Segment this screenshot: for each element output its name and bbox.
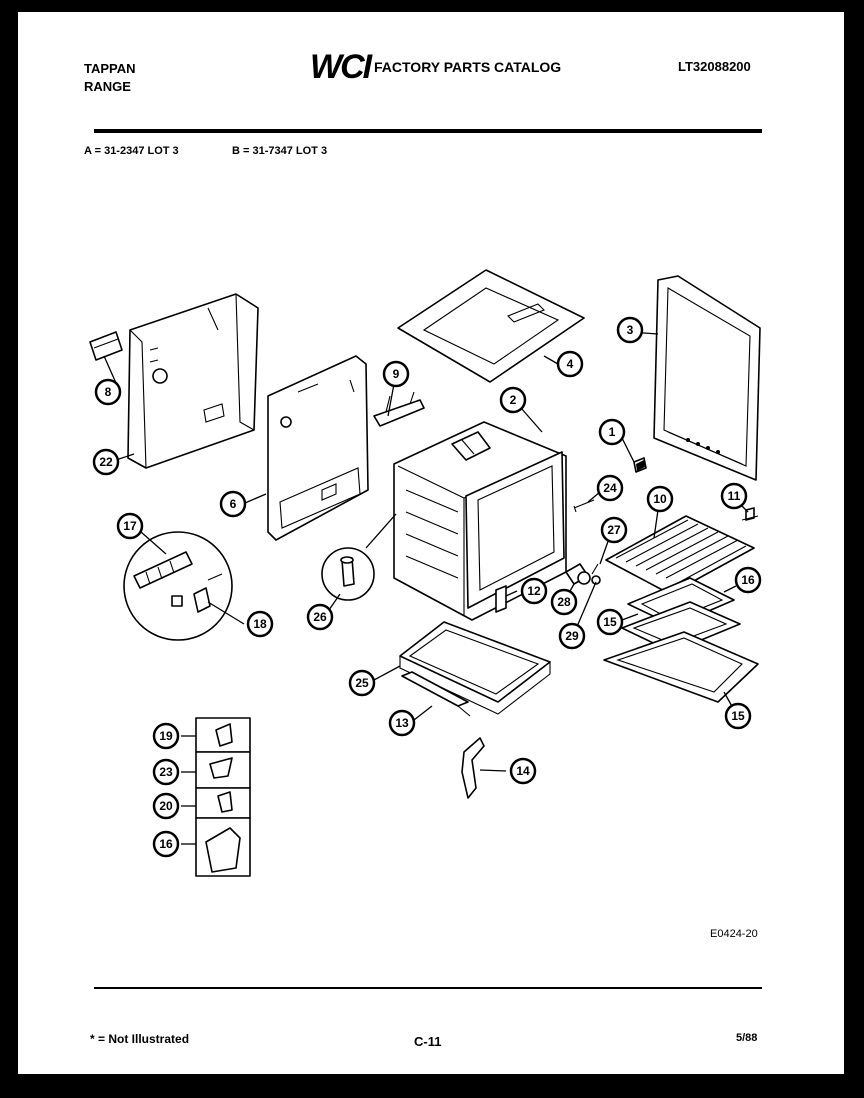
- callout-6: 6: [219, 490, 247, 518]
- callout-18: 16: [734, 566, 762, 594]
- parts-21-23-22-16-column: [195, 717, 251, 877]
- svg-text:18: 18: [253, 617, 267, 631]
- svg-text:16: 16: [159, 837, 173, 851]
- brand-line-1: TAPPAN: [84, 61, 136, 76]
- callout-11: 11: [720, 482, 748, 510]
- header-divider: [94, 129, 762, 133]
- callout-14: 14: [509, 757, 537, 785]
- part-25-storage-drawer: [399, 621, 551, 715]
- callout-15: 15: [724, 702, 752, 730]
- footer-divider: [94, 987, 762, 989]
- callout-23: 23: [152, 758, 180, 786]
- parts-19-20-inset: [123, 531, 233, 641]
- part-13-drawer-rail: [401, 671, 471, 717]
- callout-28: 28: [550, 588, 578, 616]
- svg-text:10: 10: [653, 492, 667, 506]
- part-12-hinge: [495, 585, 507, 613]
- callout-27: 27: [600, 516, 628, 544]
- callout-2: 2: [499, 386, 527, 414]
- svg-text:25: 25: [355, 676, 369, 690]
- wci-logo: WCI: [310, 48, 372, 86]
- footnote: * = Not Illustrated: [90, 1032, 190, 1046]
- svg-text:15: 15: [731, 709, 745, 723]
- callout-7: 22: [92, 448, 120, 476]
- callout-4: 4: [556, 350, 584, 378]
- parts-27-29-lamp-parts: [565, 563, 601, 585]
- svg-text:23: 23: [159, 765, 173, 779]
- revision-date: 5/88: [736, 1032, 758, 1044]
- part-10-oven-rack: [605, 515, 755, 595]
- svg-text:3: 3: [627, 323, 634, 337]
- callout-12: 12: [520, 577, 548, 605]
- catalog-page: TAPPAN RANGE WCI FACTORY PARTS CATALOG L…: [18, 12, 844, 1074]
- svg-text:11: 11: [728, 489, 741, 503]
- callout-16: 16: [152, 830, 180, 858]
- callout-10: 10: [646, 485, 674, 513]
- svg-text:15: 15: [603, 615, 617, 629]
- svg-text:9: 9: [393, 367, 400, 381]
- svg-text:28: 28: [557, 595, 571, 609]
- svg-text:4: 4: [567, 357, 574, 371]
- part-3-door-frame: [653, 275, 761, 481]
- svg-text:16: 16: [741, 573, 755, 587]
- svg-text:1: 1: [609, 425, 616, 439]
- callout-17: 15: [596, 608, 624, 636]
- svg-text:17: 17: [123, 519, 137, 533]
- part-6-side-panel: [267, 355, 369, 541]
- part-24-screw: [573, 499, 595, 513]
- part-8-filter: [89, 331, 123, 361]
- catalog-title: FACTORY PARTS CATALOG: [374, 59, 562, 75]
- page-number: C-11: [414, 1034, 442, 1049]
- callout-25: 25: [348, 669, 376, 697]
- part-15-drawer-panel: [603, 631, 759, 703]
- svg-text:14: 14: [516, 764, 530, 778]
- callout-29: 29: [558, 622, 586, 650]
- part-1-clip: [633, 457, 647, 473]
- exploded-parts-diagram: 22 8 6 9 4 3 2 1 11 24 10 27 16 15 15 12…: [89, 269, 762, 877]
- callout-13: 13: [388, 709, 416, 737]
- svg-text:20: 20: [159, 799, 173, 813]
- part-26-inset: [321, 547, 375, 601]
- lot-a: A = 31-2347 LOT 3: [84, 145, 179, 157]
- callout-20: 18: [246, 610, 274, 638]
- callout-21: 19: [152, 722, 180, 750]
- svg-text:26: 26: [313, 610, 327, 624]
- lot-b: B = 31-7347 LOT 3: [232, 145, 328, 157]
- svg-text:8: 8: [105, 385, 112, 399]
- part-9-bracket: [373, 391, 425, 427]
- part-2-oven-body: [393, 421, 567, 621]
- model-number: LT32088200: [678, 59, 751, 74]
- brand-block: TAPPAN RANGE: [84, 60, 136, 96]
- brand-line-2: RANGE: [84, 79, 131, 94]
- callout-22: 20: [152, 792, 180, 820]
- callout-8: 8: [94, 378, 122, 406]
- part-14-spring: [461, 737, 485, 799]
- svg-text:29: 29: [565, 629, 579, 643]
- drawing-code: E0424-20: [710, 928, 758, 940]
- callout-9: 9: [382, 360, 410, 388]
- part-7-back-panel: [127, 293, 259, 469]
- part-11-leveling-leg: [741, 507, 759, 521]
- svg-text:12: 12: [527, 584, 541, 598]
- part-4-top-panel: [397, 269, 585, 383]
- callout-1: 1: [598, 418, 626, 446]
- callout-19: 17: [116, 512, 144, 540]
- svg-text:6: 6: [230, 497, 237, 511]
- svg-text:2: 2: [510, 393, 517, 407]
- callout-24: 24: [596, 474, 624, 502]
- svg-text:22: 22: [99, 455, 113, 469]
- callout-26: 26: [306, 603, 334, 631]
- svg-text:27: 27: [607, 523, 621, 537]
- svg-text:24: 24: [603, 481, 617, 495]
- svg-text:13: 13: [395, 716, 409, 730]
- svg-text:19: 19: [159, 729, 173, 743]
- callout-3: 3: [616, 316, 644, 344]
